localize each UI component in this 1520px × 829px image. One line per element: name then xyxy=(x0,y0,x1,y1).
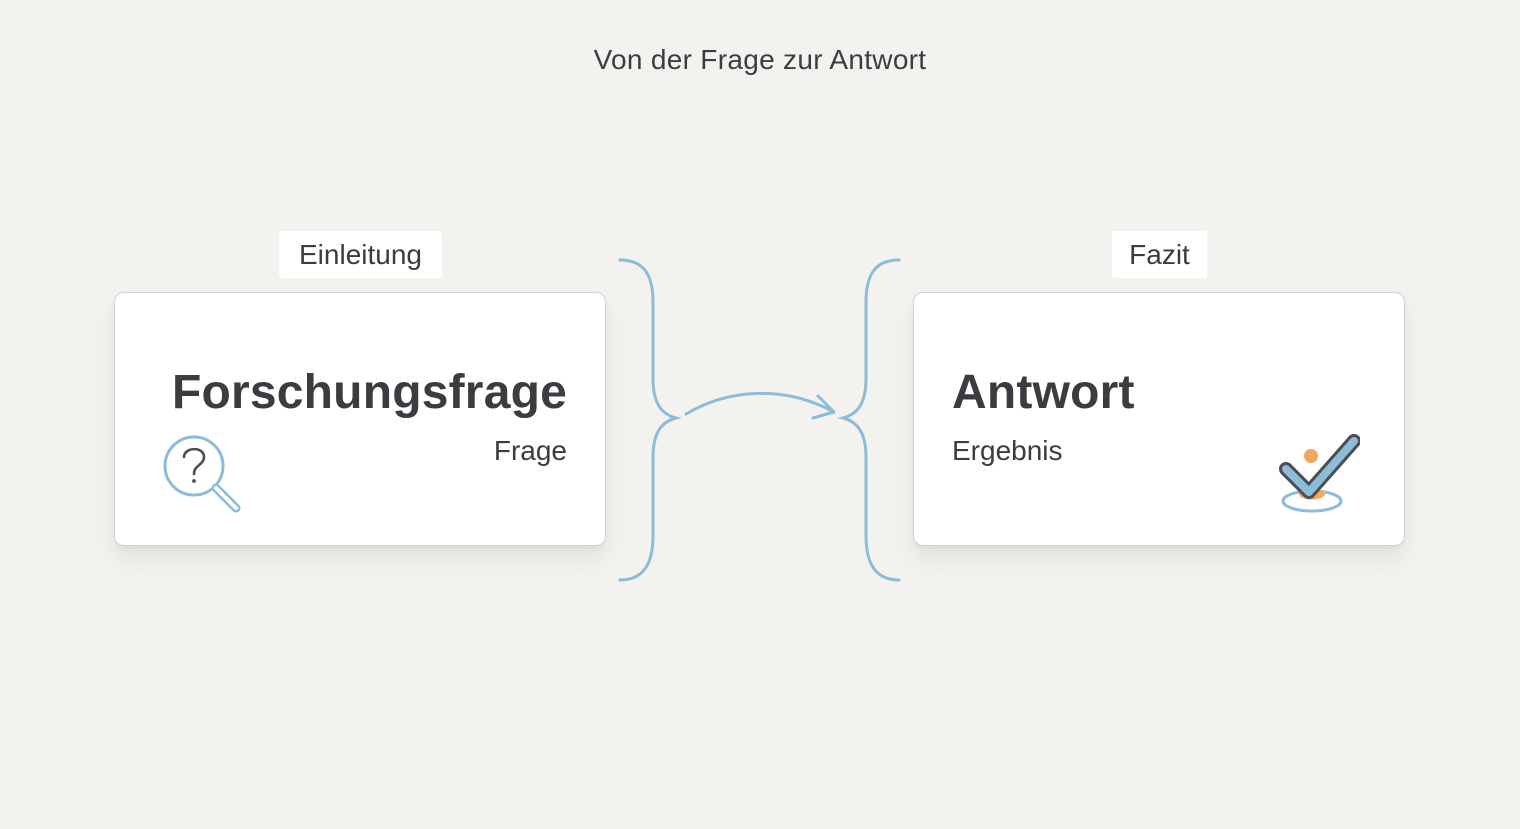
answer-card: Antwort Ergebnis xyxy=(913,292,1405,546)
brace-arrow-connector xyxy=(618,258,901,582)
card-heading-left: Forschungsfrage xyxy=(171,366,567,419)
page-title: Von der Frage zur Antwort xyxy=(593,44,927,75)
section-label-fazit: Fazit xyxy=(1112,231,1207,278)
card-heading-right: Antwort xyxy=(952,366,1135,419)
magnifier-question-icon xyxy=(163,435,241,513)
checkmark-target-icon xyxy=(1279,434,1360,513)
section-label-einleitung: Einleitung xyxy=(279,231,442,278)
card-subtitle-left: Frage xyxy=(493,435,567,466)
card-subtitle-right: Ergebnis xyxy=(952,435,1063,466)
research-question-card: Forschungsfrage Frage xyxy=(114,292,606,546)
